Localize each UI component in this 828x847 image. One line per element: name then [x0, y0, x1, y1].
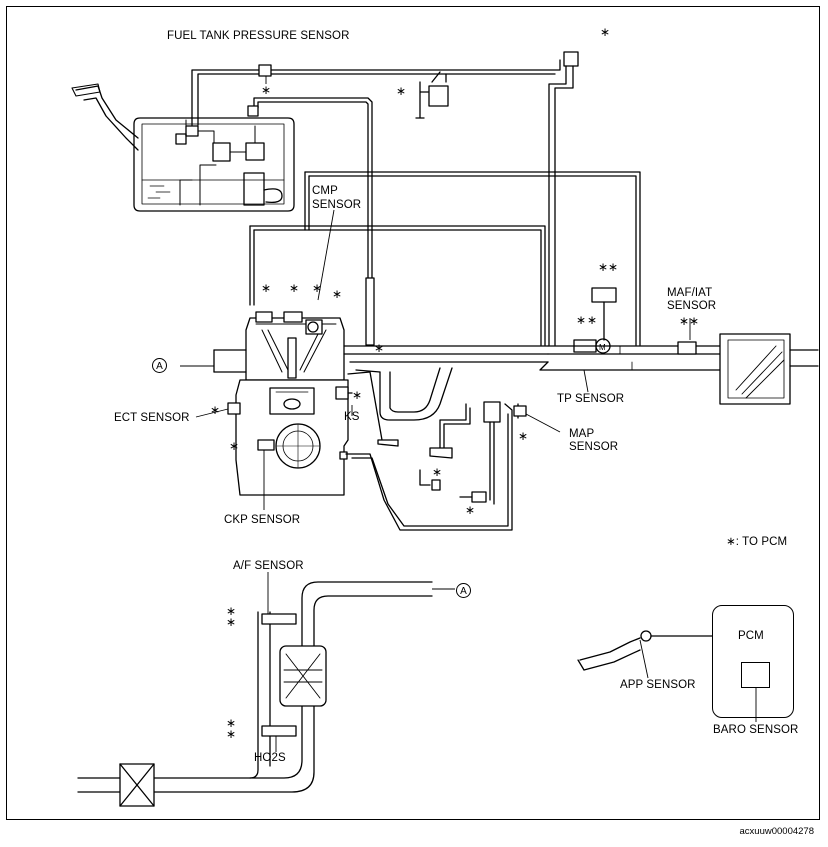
- ckp-sensor-label: CKP SENSOR: [224, 514, 301, 526]
- document-id: acxuuw00004278: [739, 826, 814, 837]
- pcm-marker: ∗: [518, 429, 528, 443]
- fuel-tank-pressure-sensor-label: FUEL TANK PRESSURE SENSOR: [167, 30, 350, 42]
- pcm-marker: ∗: [396, 84, 406, 98]
- pcm-marker: ∗: [608, 260, 618, 274]
- pcm-label: PCM: [738, 630, 764, 642]
- tp-sensor-label: TP SENSOR: [557, 393, 625, 405]
- pcm-marker: ∗: [312, 281, 322, 295]
- leader-lines: [180, 76, 757, 752]
- svg-text:M: M: [599, 343, 606, 352]
- pcm-marker: ∗: [226, 615, 236, 629]
- engine-block: [227, 311, 353, 496]
- accelerator-pedal: [577, 630, 713, 671]
- pcm-marker: ∗: [226, 604, 236, 618]
- ks-label: KS: [344, 411, 360, 423]
- cmp-sensor-label-line2: SENSOR: [312, 199, 362, 211]
- pcm-marker: ∗: [576, 313, 586, 327]
- evap-lines: [191, 51, 579, 346]
- pcm-marker: ∗: [226, 716, 236, 730]
- ho2s-label: HO2S: [254, 752, 286, 764]
- pcm-marker: ∗: [210, 403, 220, 417]
- pcm-marker: ∗: [261, 83, 271, 97]
- af-sensor-label: A/F SENSOR: [233, 560, 304, 572]
- pcm-marker: ∗: [465, 503, 475, 517]
- pcm-unit: [712, 605, 794, 718]
- ect-sensor-label: ECT SENSOR: [114, 412, 190, 424]
- intake-manifold: M: [213, 287, 819, 421]
- pcm-marker: ∗: [679, 314, 689, 328]
- pcm-marker: ∗: [229, 439, 239, 453]
- maf-iat-sensor-label-line2: SENSOR: [667, 300, 717, 312]
- pcm-marker: ∗: [587, 313, 597, 327]
- cmp-sensor-label-line1: CMP: [312, 185, 338, 197]
- pcm-marker: ∗: [289, 281, 299, 295]
- pcm-marker: ∗: [332, 287, 342, 301]
- connector-a-upper: A: [152, 358, 167, 373]
- app-sensor-label: APP SENSOR: [620, 679, 696, 691]
- pcm-marker: ∗: [261, 281, 271, 295]
- to-pcm-legend: ∗: TO PCM: [726, 536, 788, 548]
- exhaust-system: [77, 581, 433, 807]
- pcm-marker: ∗: [226, 727, 236, 741]
- baro-sensor-label: BARO SENSOR: [713, 724, 799, 736]
- vacuum-hoses: [249, 171, 641, 346]
- baro-sensor-box: [741, 662, 770, 688]
- diagram-frame: [6, 6, 820, 820]
- pcm-marker: ∗: [689, 314, 699, 328]
- lower-vacuum-lines: [345, 371, 527, 531]
- pcm-marker: ∗: [432, 465, 442, 479]
- connector-a-lower: A: [456, 583, 471, 598]
- maf-iat-sensor-label-line1: MAF/IAT: [667, 287, 713, 299]
- map-sensor-label-line1: MAP: [569, 428, 595, 440]
- pcm-marker: ∗: [600, 25, 610, 39]
- fuel-tank: [71, 83, 295, 212]
- pcm-marker: ∗: [374, 341, 384, 355]
- map-sensor-label-line2: SENSOR: [569, 441, 619, 453]
- pcm-marker: ∗: [598, 260, 608, 274]
- pcm-markers: ∗ ∗ ∗ ∗ ∗ ∗ ∗ ∗ ∗ ∗ ∗ ∗ ∗ ∗ ∗ ∗ ∗ ∗ ∗ ∗ …: [210, 25, 699, 741]
- pcm-marker: ∗: [352, 388, 362, 402]
